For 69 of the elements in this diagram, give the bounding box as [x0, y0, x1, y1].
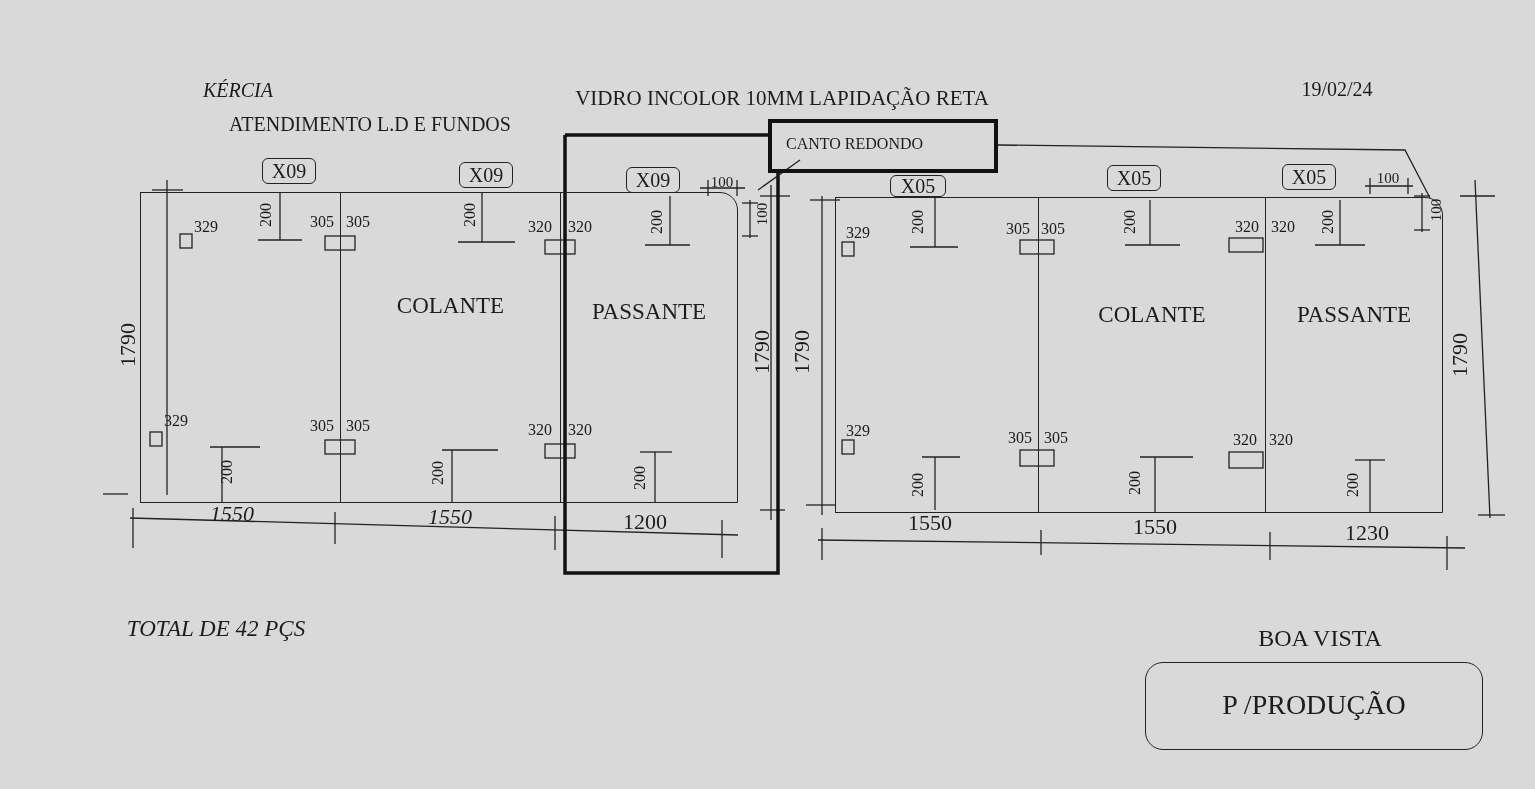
dimension-value: 100: [710, 174, 734, 190]
dimension-value: 200: [462, 203, 478, 227]
drawing-title: VIDRO INCOLOR 10MM LAPIDAÇÃO RETA: [575, 87, 989, 109]
pane-label: COLANTE: [1098, 302, 1206, 328]
dimension-value: 305: [1044, 430, 1068, 446]
item-code-tag: X09: [262, 158, 316, 184]
client-name: KÉRCIA: [203, 80, 273, 100]
dimension-value: 320: [1271, 219, 1295, 235]
pane-label: COLANTE: [396, 293, 505, 319]
item-code-tag: X09: [459, 162, 513, 188]
dimension-value: 1550: [428, 506, 472, 528]
dimension-value: 320: [1269, 432, 1293, 448]
note-frame: CANTO REDONDO: [768, 119, 998, 173]
leader-line: [997, 144, 1431, 199]
department-name: ATENDIMENTO L.D E FUNDOS: [229, 114, 511, 134]
dimension-value: 1790: [751, 330, 773, 374]
dimension-value: 305: [346, 214, 370, 230]
location-text: BOA VISTA: [1258, 626, 1382, 650]
dimension-value: 100: [1428, 198, 1444, 222]
dimension-value: 200: [1127, 471, 1143, 495]
pane-label: PASSANTE: [591, 299, 707, 325]
dimension-value: 329: [194, 219, 218, 235]
dimension-value: 305: [346, 418, 370, 434]
glass-pane: [835, 197, 1039, 513]
glass-pane: [1038, 197, 1266, 513]
dimension-value: 1230: [1345, 522, 1389, 544]
dimension-value: 100: [754, 202, 770, 226]
dimension-value: 305: [1041, 221, 1065, 237]
dimension-value: 200: [632, 466, 648, 490]
dimension-value: 200: [649, 210, 665, 234]
item-code-tag: X05: [1107, 165, 1161, 191]
dimension-value: 1790: [791, 330, 813, 374]
dimension-value: 1200: [623, 511, 667, 533]
dimension-value: 200: [219, 460, 235, 484]
dimension-value: 200: [1345, 473, 1361, 497]
dimension-value: 200: [1122, 210, 1138, 234]
dimension-value: 305: [1006, 221, 1030, 237]
status-stamp: P /PRODUÇÃO: [1145, 662, 1483, 750]
dimension-value: 305: [1008, 430, 1032, 446]
glass-pane: [340, 192, 561, 503]
glass-pane: [1265, 197, 1443, 513]
dimension-value: 1550: [210, 503, 254, 525]
dimension-value: 320: [528, 219, 552, 235]
glass-pane: [560, 192, 738, 503]
item-code-tag: X05: [890, 175, 946, 197]
dimension-value: 200: [430, 461, 446, 485]
pane-label: PASSANTE: [1296, 302, 1412, 328]
dimension-value: 320: [528, 422, 552, 438]
glass-pane: [140, 192, 341, 503]
date-text: 19/02/24: [1301, 79, 1373, 99]
total-note: TOTAL DE 42 PÇS: [126, 616, 306, 640]
dimension-value: 200: [910, 473, 926, 497]
dimension-value: 100: [1376, 170, 1400, 186]
dimension-value: 320: [1233, 432, 1257, 448]
dimension-value: 320: [568, 219, 592, 235]
dimension-value: 1790: [117, 323, 139, 367]
dimension-value: 305: [310, 214, 334, 230]
dimension-value: 320: [1235, 219, 1259, 235]
dimension-value: 1550: [1133, 516, 1177, 538]
dimension-value: 320: [568, 422, 592, 438]
dimension-value: 329: [846, 225, 870, 241]
dimension-value: 1550: [908, 512, 952, 534]
dimension-value: 305: [310, 418, 334, 434]
dimension-value: 1790: [1449, 333, 1471, 377]
dimension-value: 329: [846, 423, 870, 439]
dimension-value: 200: [258, 203, 274, 227]
dimension-value: 200: [1320, 210, 1336, 234]
item-code-tag: X05: [1282, 164, 1336, 190]
dimension-value: 200: [910, 210, 926, 234]
